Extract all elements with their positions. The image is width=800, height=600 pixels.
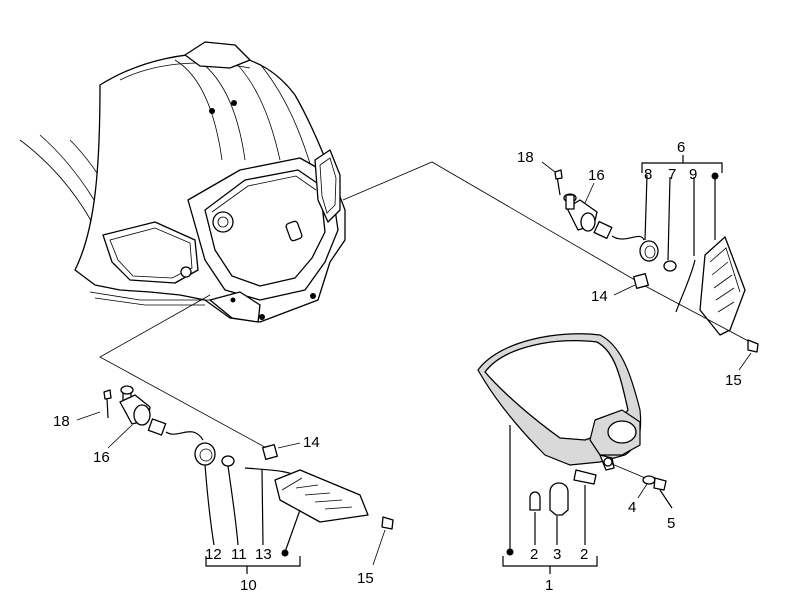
callout-18: 18 [517,149,534,166]
callout-15-left: 15 [357,570,374,587]
callout-2-right: 2 [580,546,588,563]
leader-lines [99,161,648,452]
callout-7: 7 [668,166,676,183]
callout-16-left: 16 [93,449,110,466]
callout-16: 16 [588,167,605,184]
callout-1: 1 [545,577,553,594]
callout-14: 14 [591,288,608,305]
callout-14-left: 14 [303,434,320,451]
callout-5: 5 [667,515,675,532]
tail-lamp-group: 2 3 2 1 4 5 [477,333,675,594]
callout-11: 11 [231,546,247,563]
callout-9: 9 [689,166,697,183]
callout-13: 13 [255,546,272,563]
callout-4: 4 [628,499,636,516]
callout-8: 8 [644,166,652,183]
callout-12: 12 [205,546,222,563]
callout-10: 10 [240,577,257,594]
callout-2-left: 2 [530,546,538,563]
callout-6: 6 [677,139,685,156]
callout-15: 15 [725,372,742,389]
left-indicator-group: 18 16 12 11 13 14 [53,385,394,594]
callout-3: 3 [553,546,561,563]
rear-body-panel [19,41,346,323]
callout-18-left: 18 [53,413,70,430]
right-indicator-group: 6 18 16 8 7 9 [517,139,759,389]
